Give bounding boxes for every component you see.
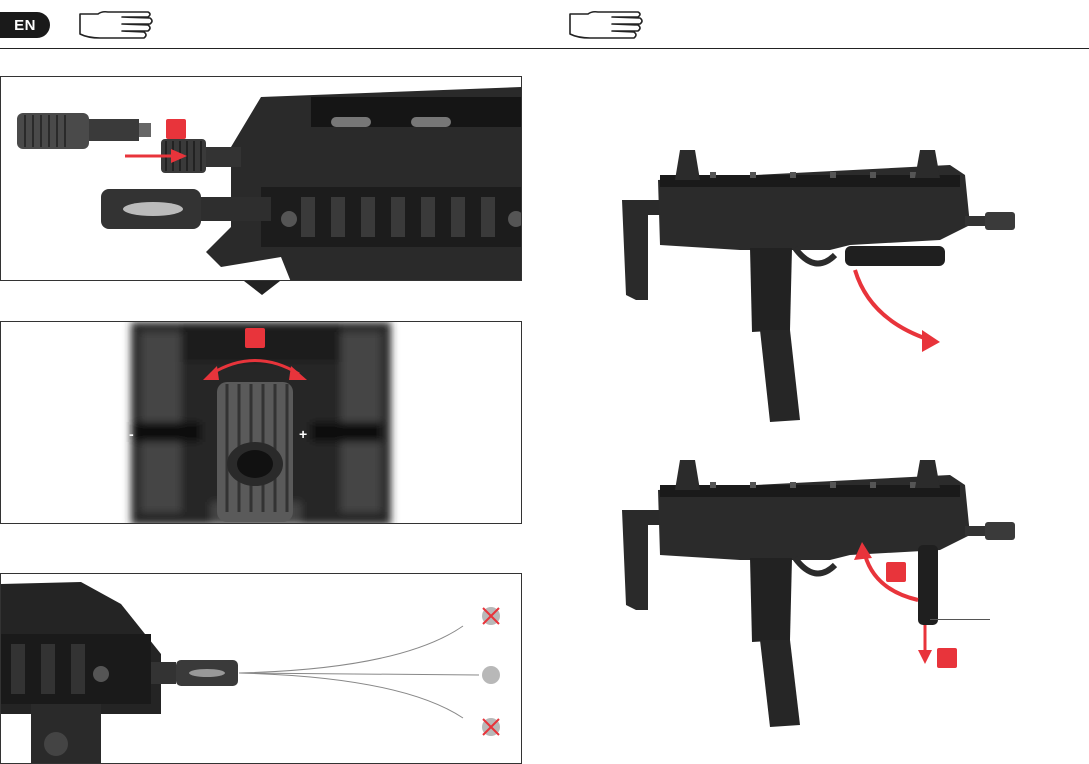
panel-muzzle-adapter-install [0, 76, 522, 281]
smg-foregrip-unfolded-image [600, 440, 1070, 740]
hop-up-dial-closeup-image [1, 322, 522, 524]
panel-foregrip-release [600, 440, 1070, 740]
language-code: EN [14, 17, 36, 34]
trajectory-diagram [1, 574, 522, 764]
step-badge [166, 119, 186, 139]
hop-up-minus-label: - [129, 426, 134, 442]
language-badge: EN [0, 12, 50, 38]
hand-pointing-icon [78, 8, 154, 42]
header-divider [0, 48, 1089, 49]
smg-foregrip-folded-image [600, 120, 1060, 430]
panel-trajectory-hop-up [0, 573, 522, 764]
step-badge [245, 328, 265, 348]
chevron-down-icon [244, 281, 280, 297]
hand-pointing-icon [568, 8, 644, 42]
panel-hop-up-adjust: - + [0, 321, 522, 524]
rifle-muzzle-closeup-image [1, 77, 522, 281]
hop-up-plus-label: + [299, 426, 307, 442]
panel-foregrip-fold [600, 120, 1060, 430]
step-badge [886, 562, 906, 582]
step-badge [937, 648, 957, 668]
callout-line [930, 619, 990, 620]
